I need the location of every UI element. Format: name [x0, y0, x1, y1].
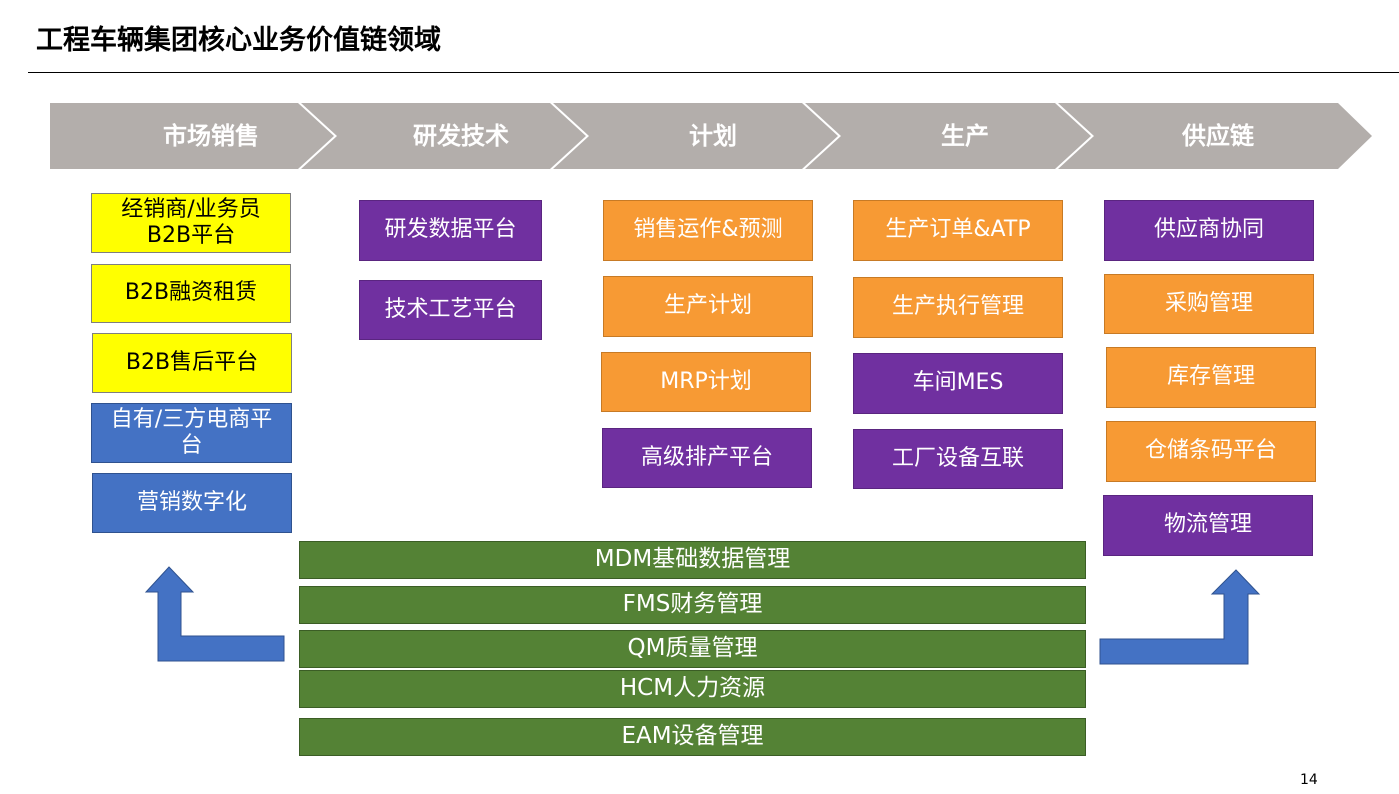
- chevron-production: [805, 103, 1091, 169]
- box-supplier-collab: 供应商协同: [1104, 200, 1314, 261]
- value-chain-band: [50, 103, 1372, 169]
- chevron-plan: [553, 103, 838, 169]
- page-title: 工程车辆集团核心业务价值链领域: [36, 25, 441, 56]
- bent-up-arrow-left-icon: [144, 566, 285, 662]
- box-production-execution: 生产执行管理: [853, 277, 1063, 338]
- box-rnd-data-platform: 研发数据平台: [359, 200, 542, 261]
- box-aps-platform: 高级排产平台: [602, 428, 812, 488]
- bent-up-arrow-right-icon: [1099, 569, 1261, 665]
- bar-mdm: MDM基础数据管理: [299, 541, 1086, 579]
- bar-hcm: HCM人力资源: [299, 670, 1086, 708]
- stage-label-supply: 供应链: [1182, 122, 1254, 150]
- box-sales-forecast: 销售运作&预测: [603, 200, 813, 261]
- box-warehouse-barcode: 仓储条码平台: [1106, 421, 1316, 482]
- box-marketing-digital: 营销数字化: [92, 473, 292, 533]
- page-number: 14: [1300, 772, 1318, 788]
- box-b2b-leasing: B2B融资租赁: [91, 264, 291, 323]
- box-production-plan: 生产计划: [603, 276, 813, 337]
- box-mrp-plan: MRP计划: [601, 352, 811, 412]
- chevron-market: [50, 103, 334, 169]
- chevron-rnd: [301, 103, 586, 169]
- stage-label-rnd: 研发技术: [413, 122, 509, 150]
- box-inventory: 库存管理: [1106, 347, 1316, 408]
- bar-fms: FMS财务管理: [299, 586, 1086, 624]
- box-workshop-mes: 车间MES: [853, 353, 1063, 414]
- stage-label-market: 市场销售: [163, 122, 259, 150]
- box-b2b-aftersales: B2B售后平台: [92, 333, 292, 393]
- box-dealer-b2b-platform: 经销商/业务员 B2B平台: [91, 193, 291, 253]
- chevron-supply: [1058, 103, 1372, 169]
- box-production-order-atp: 生产订单&ATP: [853, 200, 1063, 261]
- bar-qm: QM质量管理: [299, 630, 1086, 668]
- box-logistics: 物流管理: [1103, 495, 1313, 556]
- box-process-platform: 技术工艺平台: [359, 280, 542, 340]
- box-factory-iot: 工厂设备互联: [853, 429, 1063, 489]
- title-divider: [28, 72, 1399, 73]
- stage-label-production: 生产: [941, 122, 989, 150]
- box-procurement: 采购管理: [1104, 274, 1314, 334]
- bar-eam: EAM设备管理: [299, 718, 1086, 756]
- box-ecommerce-platform: 自有/三方电商平 台: [91, 403, 292, 463]
- stage-label-plan: 计划: [689, 122, 737, 150]
